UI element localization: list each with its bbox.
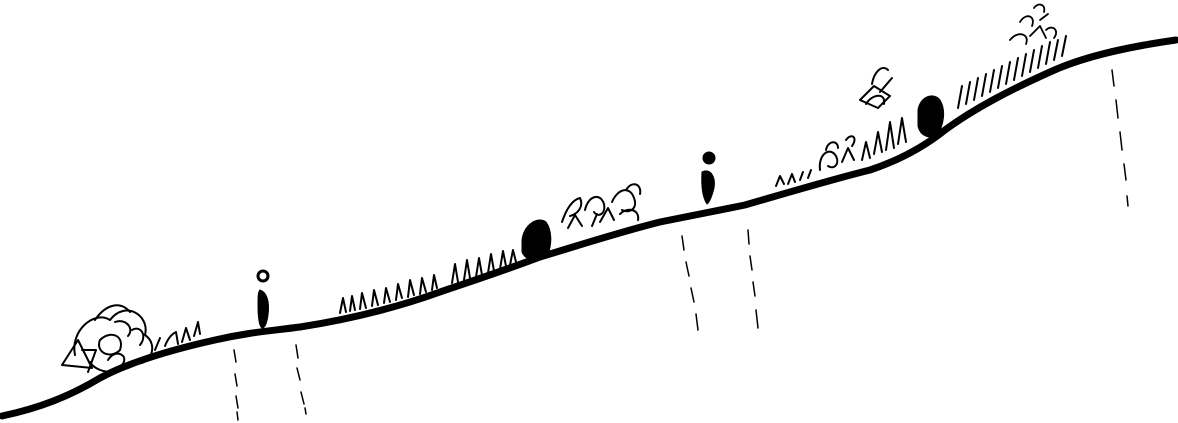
groundwater-marker-5 <box>1112 70 1128 206</box>
groundwater-marker-2 <box>296 345 306 414</box>
person-figure-2 <box>702 152 715 204</box>
boulder-1 <box>522 220 551 260</box>
groundwater-marker-4 <box>748 230 758 328</box>
grass-patch-4 <box>776 170 811 186</box>
person-figure-1 <box>258 271 269 328</box>
shrub-cluster-5 <box>1010 5 1056 44</box>
boulder-2 <box>918 96 944 137</box>
shrub-cluster-4 <box>860 68 892 108</box>
hillslope-profile <box>2 40 1176 416</box>
groundwater-marker-3 <box>682 236 698 330</box>
groundwater-marker-1 <box>234 350 238 420</box>
shrub-cluster-2 <box>562 184 640 228</box>
